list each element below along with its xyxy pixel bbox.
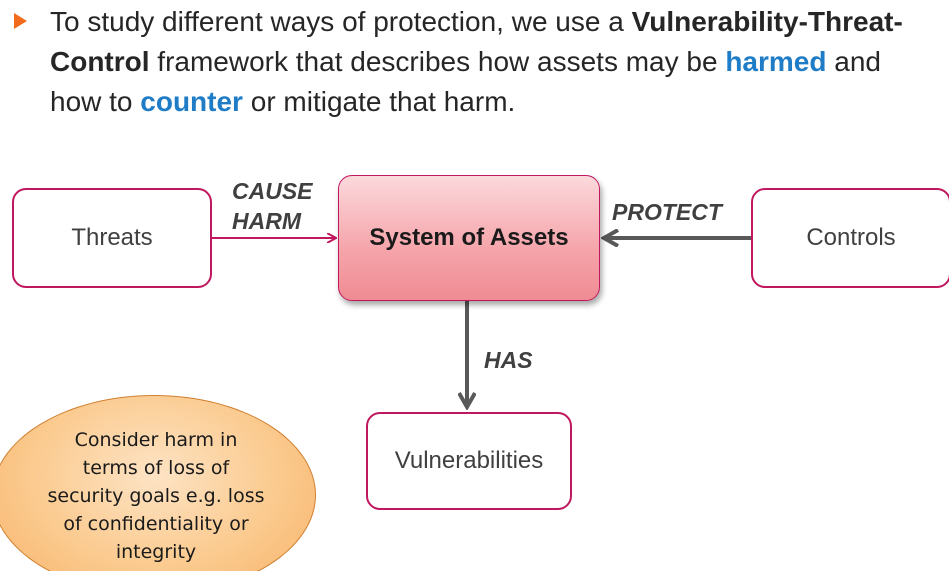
threats-label: Threats: [71, 224, 153, 251]
framework-term: Vulnerability-Threat-Control: [50, 6, 903, 77]
protect-label: PROTECT: [612, 199, 722, 225]
intro-text: To study different ways of protection, w…: [50, 2, 930, 122]
assets-label: System of Assets: [369, 224, 569, 251]
callout-bubble: [0, 395, 316, 571]
cause-harm-label: CAUSE HARM: [232, 176, 342, 236]
intro-part4: or mitigate that harm.: [242, 86, 516, 117]
bullet-triangle-icon: [14, 13, 27, 29]
callout-text: Consider harm in terms of loss of securi…: [0, 426, 312, 566]
controls-node: Controls: [751, 188, 949, 288]
counter-term: counter: [140, 86, 243, 117]
intro-part2: framework that describes how assets may …: [149, 46, 726, 77]
has-label: HAS: [484, 347, 533, 373]
vulnerabilities-node: Vulnerabilities: [366, 412, 572, 510]
intro-part1: To study different ways of protection, w…: [50, 6, 632, 37]
vulnerabilities-label: Vulnerabilities: [394, 447, 544, 474]
cause-harm-label-line2: HARM: [232, 208, 301, 234]
callout-line4: of confidentiality or: [63, 513, 249, 535]
harmed-term: harmed: [725, 46, 827, 77]
callout-line5: integrity: [115, 541, 197, 563]
threats-node: Threats: [12, 188, 212, 288]
controls-label: Controls: [806, 224, 896, 251]
intro-part3: and how to: [50, 46, 881, 117]
callout-line2: terms of loss of: [82, 457, 230, 479]
system-of-assets-node: System of Assets: [338, 175, 600, 301]
cause-harm-label-line1: CAUSE: [232, 178, 313, 204]
callout-line1: Consider harm in: [74, 429, 238, 451]
callout-line3: security goals e.g. loss: [47, 485, 265, 507]
